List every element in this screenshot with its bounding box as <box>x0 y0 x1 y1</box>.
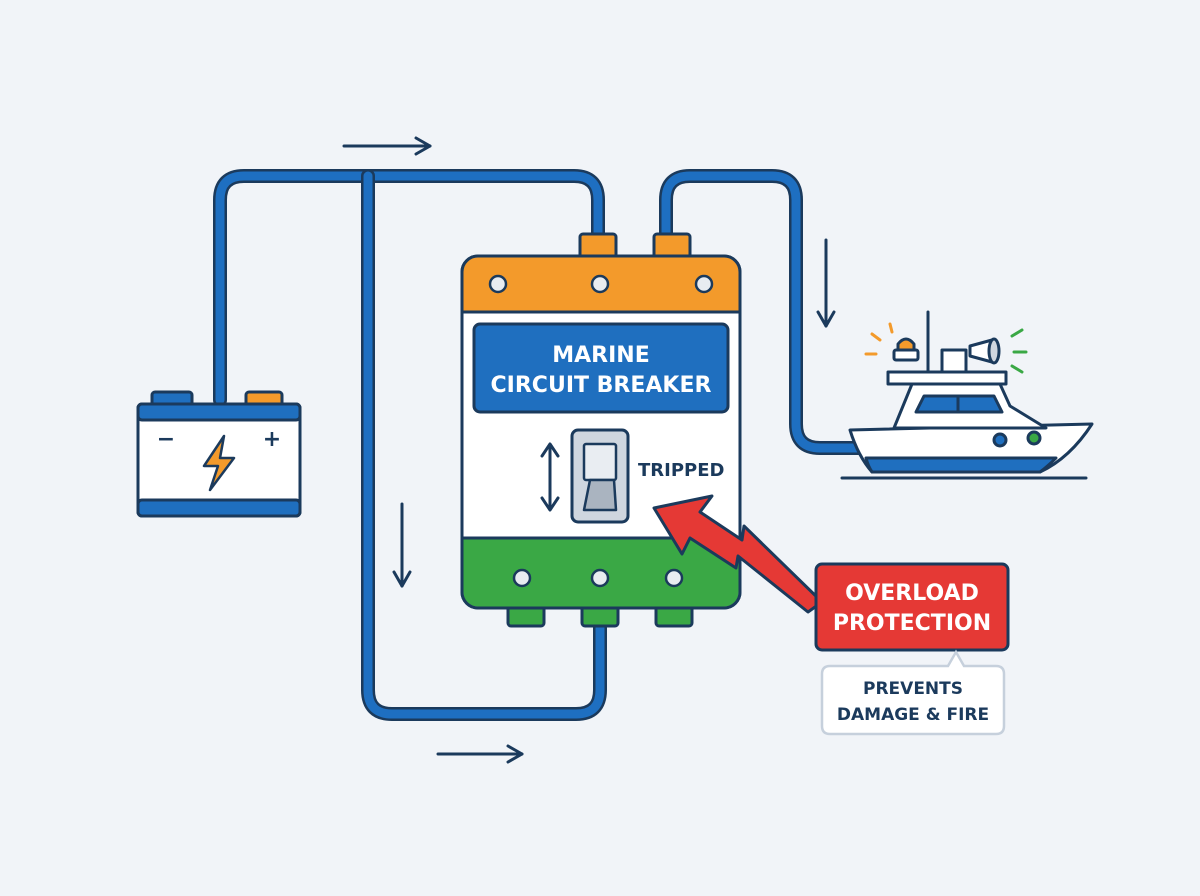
toggle-switch-icon <box>570 428 630 524</box>
breaker-title-line2: CIRCUIT BREAKER <box>491 373 712 398</box>
flow-arrow-icon <box>342 136 432 156</box>
breaker-status-text: TRIPPED <box>638 460 724 481</box>
battery-minus: − <box>157 427 175 452</box>
double-arrow-icon <box>540 442 560 512</box>
boat-icon <box>840 310 1094 480</box>
beacon-light-icon <box>864 322 920 362</box>
circuit-breaker: MARINE CIRCUIT BREAKER TRIPPED <box>460 232 742 628</box>
callout-note-line2: DAMAGE & FIRE <box>837 705 989 725</box>
callout-title-line2: PROTECTION <box>833 611 991 636</box>
callout-title-line1: OVERLOAD <box>845 581 979 606</box>
wires <box>213 169 877 721</box>
horn-icon <box>968 328 1028 374</box>
breaker-title-line1: MARINE <box>552 343 650 368</box>
battery-plus: + <box>263 427 281 452</box>
battery-icon: − + <box>136 390 302 518</box>
lightning-bolt-icon <box>202 434 236 492</box>
flow-arrow-icon <box>392 502 412 588</box>
flow-arrow-icon <box>816 238 836 328</box>
callout-note-bubble <box>820 649 1006 736</box>
flow-arrow-icon <box>436 744 524 764</box>
breaker-label-panel <box>472 322 730 414</box>
overload-callout: OVERLOAD PROTECTION PREVENTS DAMAGE & FI… <box>814 562 1010 736</box>
flow-arrows <box>342 136 836 764</box>
callout-note-line1: PREVENTS <box>863 679 963 699</box>
